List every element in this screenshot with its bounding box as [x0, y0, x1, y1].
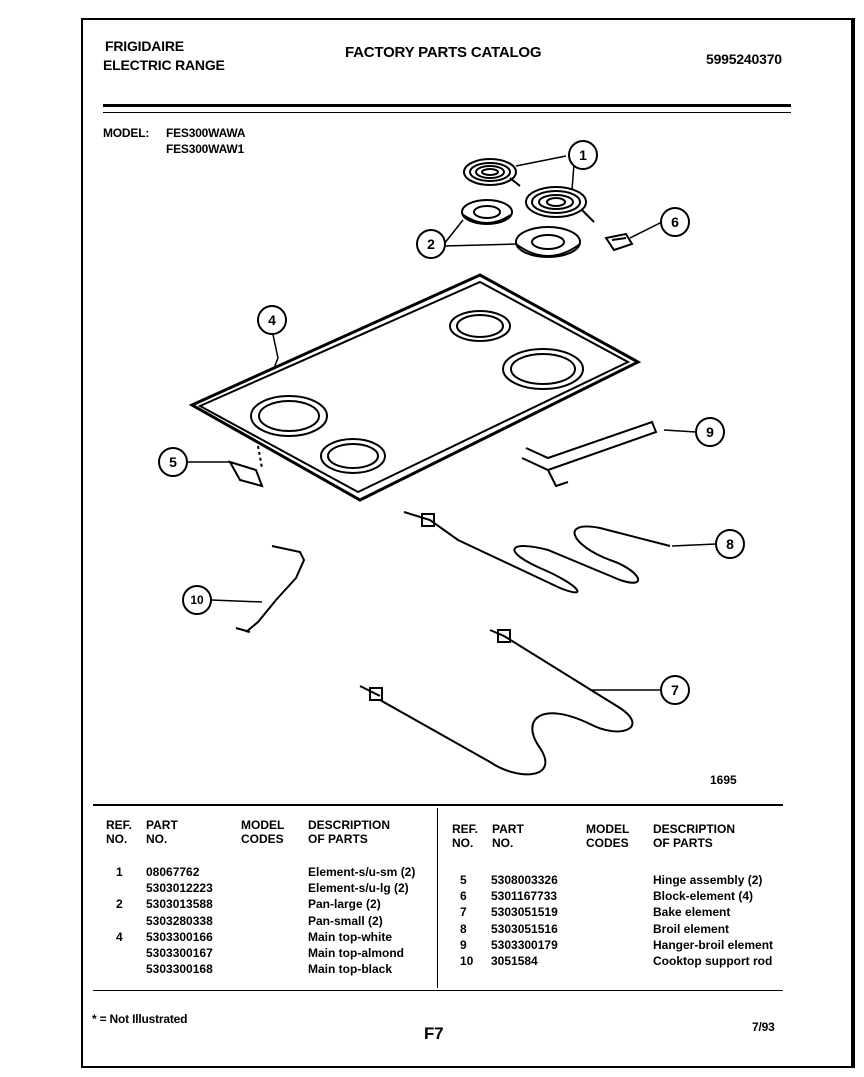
surface-element-large-coil: [525, 186, 595, 223]
table-cell-ref: 2: [116, 897, 123, 912]
table-cell-part: 5303012223: [146, 881, 213, 896]
main-cooktop: [188, 273, 642, 502]
callout-1: [568, 140, 598, 170]
brand-name: FRIGIDAIRE: [105, 38, 184, 54]
table-cell-ref: 9: [460, 937, 467, 952]
callout-8: [715, 529, 745, 559]
drip-pan-large: [515, 226, 581, 258]
callout-5: [158, 447, 188, 477]
table-cell-part: 5308003326: [491, 873, 558, 887]
product-name: ELECTRIC RANGE: [103, 57, 225, 73]
table-cell-desc: Main top-black: [308, 962, 393, 977]
callout-label-7: 7: [671, 682, 679, 698]
table-cell-part: 5301167733: [491, 889, 558, 904]
header-part-left: PART NO.: [146, 818, 178, 846]
table-cell-part: 5303300167: [146, 946, 213, 960]
exploded-parts-diagram: 1 2 4 5 6 7 8 9 10 1695: [158, 140, 745, 787]
table-cell-part: 5303051516: [491, 921, 558, 936]
table-cell-part: 08067762: [146, 865, 200, 879]
broil-hanger: [521, 420, 658, 488]
table-cell-desc: Bake element: [653, 905, 731, 920]
page-number: F7: [424, 1024, 444, 1043]
catalog-number: 5995240370: [706, 51, 782, 67]
table-cell-ref: 5: [460, 873, 467, 887]
header-model-codes-right: MODEL CODES: [586, 822, 630, 850]
table-cell-part: 3051584: [491, 954, 538, 968]
table-column-divider: [437, 808, 438, 988]
table-cell-desc: Main top-almond: [308, 946, 404, 960]
page-frame: [81, 18, 855, 1068]
table-cell-desc: Hinge assembly (2): [653, 873, 763, 887]
header-rule: [103, 104, 791, 107]
model-number-2: FES300WAW1: [166, 142, 245, 156]
broil-element: [403, 511, 671, 594]
header-ref-right: REF. NO.: [452, 822, 479, 850]
table-cell-ref: 8: [460, 921, 467, 936]
header-part-right: PART NO.: [492, 822, 524, 850]
table-cell-ref: 6: [460, 889, 467, 904]
header-ref-left: REF. NO.: [106, 818, 133, 846]
catalog-title: FACTORY PARTS CATALOG: [345, 44, 542, 61]
model-label: MODEL:: [103, 126, 150, 140]
callout-2: [416, 229, 446, 259]
table-cell-desc: Element-s/u-sm (2): [308, 865, 416, 879]
header-description-right: DESCRIPTION OF PARTS: [653, 822, 736, 850]
callout-10: [182, 585, 212, 615]
table-cell-part: 5303013588: [146, 897, 213, 912]
table-cell-part: 5303300179: [491, 937, 558, 952]
callout-9: [695, 417, 725, 447]
table-bottom-rule: [93, 990, 783, 991]
table-cell-desc: Element-s/u-lg (2): [308, 881, 409, 896]
header-rule-thin: [103, 112, 791, 113]
callout-label-6: 6: [671, 214, 679, 230]
table-cell-desc: Block-element (4): [653, 889, 754, 904]
element-block: [604, 232, 634, 252]
table-cell-desc: Cooktop support rod: [653, 954, 773, 968]
diagram-code: 1695: [710, 773, 737, 787]
table-cell-ref: 4: [116, 929, 123, 944]
footnote: * = Not Illustrated: [92, 1012, 188, 1026]
table-cell-desc: Hanger-broil element: [653, 937, 774, 952]
table-cell-part: 5303280338: [146, 913, 213, 928]
table-cell-part: 5303300166: [146, 929, 213, 944]
table-cell-ref: 1: [116, 865, 123, 879]
bake-element: [359, 629, 634, 776]
table-cell-ref: 10: [460, 954, 474, 968]
revision-date: 7/93: [752, 1020, 775, 1034]
surface-element-small-coil: [463, 158, 521, 187]
table-cell-desc: Pan-large (2): [308, 897, 381, 912]
callout-7: [660, 675, 690, 705]
callout-6: [660, 207, 690, 237]
header-model-codes-left: MODEL CODES: [241, 818, 285, 846]
table-cell-desc: Pan-small (2): [308, 913, 383, 928]
model-number-1: FES300WAWA: [166, 126, 246, 140]
callout-label-1: 1: [579, 147, 587, 163]
callout-label-4: 4: [268, 312, 276, 328]
hinge-assembly: [227, 445, 264, 488]
callout-label-2: 2: [427, 236, 435, 252]
table-cell-desc: Broil element: [653, 921, 730, 936]
table-cell-part: 5303051519: [491, 905, 558, 920]
header-description-left: DESCRIPTION OF PARTS: [308, 818, 391, 846]
drip-pan-small: [461, 199, 513, 225]
table-cell-ref: 7: [460, 905, 467, 920]
callout-4: [257, 305, 287, 335]
callout-label-10: 10: [190, 593, 204, 607]
callout-label-8: 8: [726, 536, 734, 552]
table-cell-part: 5303300168: [146, 962, 213, 977]
callout-label-5: 5: [169, 454, 177, 470]
table-top-rule: [93, 804, 783, 806]
cooktop-support-rod: [235, 545, 306, 633]
table-cell-desc: Main top-white: [308, 929, 392, 944]
callout-label-9: 9: [706, 424, 714, 440]
